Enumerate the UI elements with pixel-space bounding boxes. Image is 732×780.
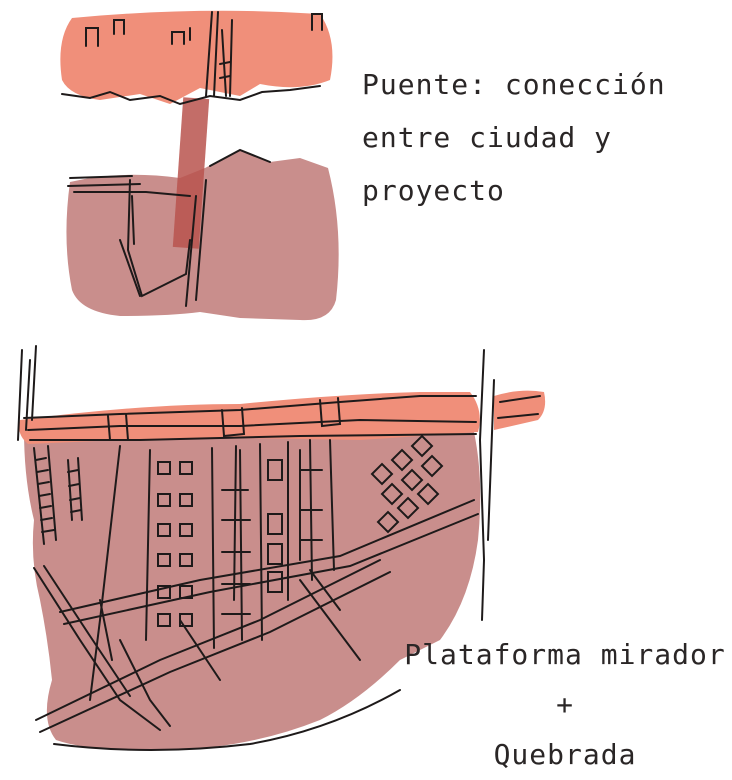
caption-bridge-line-1: Puente: conección [362, 68, 666, 101]
caption-platform-line-1: Plataforma mirador [404, 638, 726, 671]
caption-bridge-line-2: entre ciudad y [362, 121, 613, 154]
bottom-ink-lines [17, 345, 541, 751]
top-ink-lines [61, 11, 323, 307]
city-block-salmon [60, 10, 333, 104]
caption-platform: Plataforma mirador + Quebrada [400, 630, 730, 780]
caption-bridge: Puente: conección entre ciudad y proyect… [362, 58, 666, 217]
mirador-platform-salmon [19, 392, 480, 444]
caption-platform-line-2: + [556, 688, 574, 721]
bridge-bar [172, 97, 210, 249]
quebrada-region-mauve [24, 425, 481, 751]
caption-platform-line-3: Quebrada [493, 738, 637, 771]
top-sketch [60, 10, 339, 321]
bottom-sketch [17, 345, 546, 751]
caption-bridge-line-3: proyecto [362, 174, 505, 207]
